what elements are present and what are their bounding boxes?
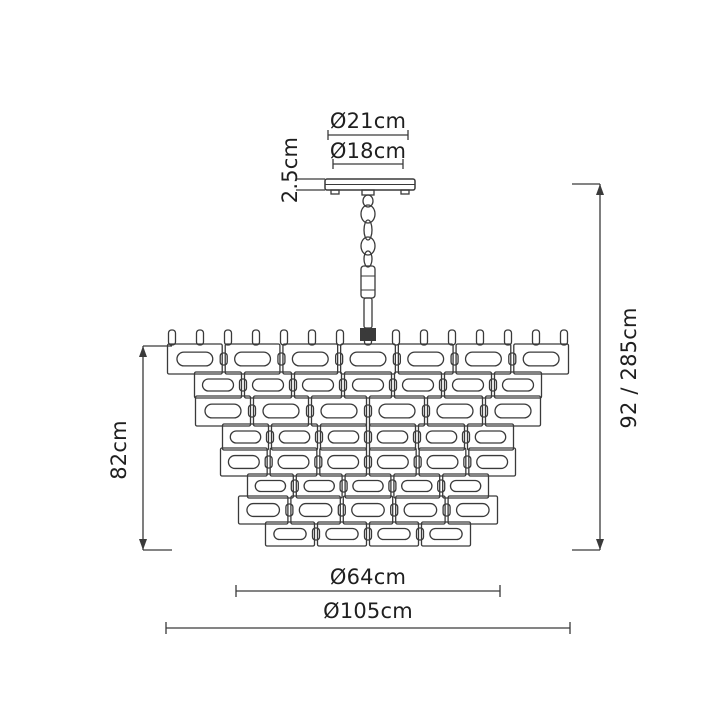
label-fixture-height: 82cm [107,420,131,480]
chandelier-fixture [166,329,570,547]
dimension-lines [139,130,604,634]
label-canopy-outer-diameter: Ø21cm [329,109,407,133]
ceiling-canopy [324,178,416,196]
label-canopy-height: 2.5cm [278,136,302,204]
label-outer-diameter: Ø105cm [323,599,413,623]
label-overall-height: 92 / 285cm [617,307,641,429]
suspension-chain [360,194,376,341]
label-inner-diameter: Ø64cm [329,565,407,589]
label-canopy-inner-diameter: Ø18cm [329,139,407,163]
